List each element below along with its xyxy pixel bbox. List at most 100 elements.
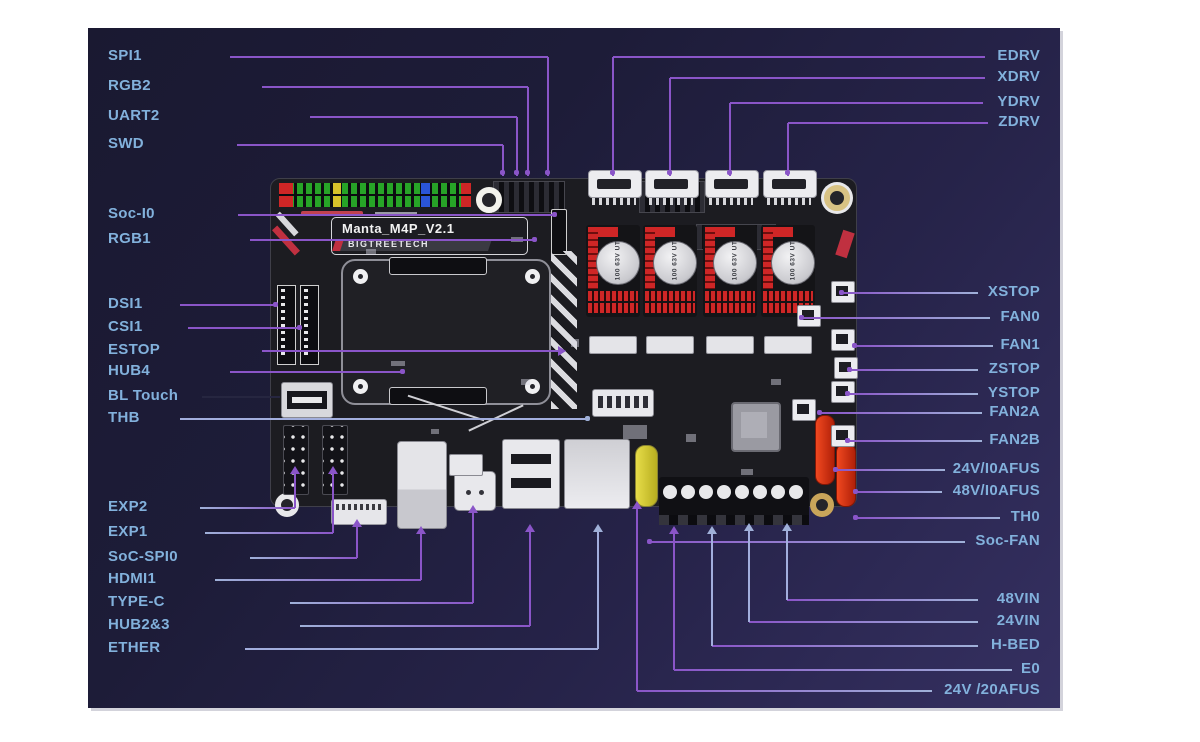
leader-hdmi1: [215, 579, 421, 581]
label-spi1: SPI1: [108, 47, 142, 64]
driver-socket-row: [645, 303, 695, 313]
leader-ether-rise: [597, 531, 599, 649]
small-connector: [449, 454, 483, 476]
mcu-chip: [731, 402, 781, 452]
connector-slot: [597, 179, 631, 189]
leader-exp1: [205, 532, 333, 534]
module-slot-top: [389, 257, 487, 275]
mount-hole-top: [476, 187, 502, 213]
leader-ydrv-arrow: [727, 170, 732, 175]
label-fan2b: FAN2B: [989, 431, 1040, 448]
module-hole: [525, 269, 540, 284]
leader-48vin: [787, 599, 978, 601]
exp1-header: [322, 425, 348, 495]
leader-fan2a: [820, 412, 982, 414]
leader-48vin-arrow: [782, 523, 792, 531]
label-exp1: EXP1: [108, 523, 148, 540]
connector-slot: [654, 179, 688, 189]
yellow-fuse-20a: [635, 445, 658, 507]
leader-type-c: [290, 602, 473, 604]
label-dsi1: DSI1: [108, 295, 143, 312]
leader-24v-20afus: [637, 690, 932, 692]
leader-hub2-3-rise: [529, 531, 531, 626]
pin-comb: [649, 198, 693, 205]
soc-spi0-connector: [331, 499, 387, 525]
label-xdrv: XDRV: [997, 68, 1040, 85]
mount-hole-bottom-right: [810, 493, 834, 517]
leader-ether-arrow: [593, 524, 603, 532]
driver-output-connector: [706, 336, 754, 354]
leader-zstop: [850, 369, 978, 371]
leader-soc-spi0: [250, 557, 357, 559]
leader-h-bed-rise: [711, 533, 713, 646]
red-fuse-24v: [815, 415, 835, 485]
leader-24vin-arrow: [744, 523, 754, 531]
label-estop: ESTOP: [108, 341, 161, 358]
label-fan0: FAN0: [1000, 308, 1040, 325]
motor-connector-ydrv: [705, 170, 759, 198]
leader-fan1-arrow: [852, 343, 857, 348]
leader-type-c-rise: [472, 512, 474, 603]
cm4-module-footprint: [341, 257, 551, 405]
label-fan1: FAN1: [1000, 336, 1040, 353]
fan1-connector: [831, 329, 855, 351]
zstop-connector: [834, 357, 858, 379]
leader-fan0: [802, 317, 990, 319]
leader-e0-rise: [673, 533, 675, 670]
red-fuse-48v: [836, 443, 856, 507]
leader-dsi1-arrow: [273, 302, 278, 307]
leader-hub2-3-arrow: [525, 524, 535, 532]
leader-ystop-arrow: [845, 391, 850, 396]
red-edge-stripe: [835, 229, 855, 259]
leader-ydrv-drop: [729, 103, 731, 176]
driver-socket-row: [763, 303, 813, 313]
leader-th0-arrow: [853, 515, 858, 520]
leader-soc-spi0-arrow: [352, 519, 362, 527]
leader-xdrv: [670, 77, 985, 79]
dual-usb-hub-connector: [502, 439, 560, 509]
label-hdmi1: HDMI1: [108, 570, 157, 587]
mount-hole-top-right: [824, 185, 850, 211]
label-zstop: ZSTOP: [988, 360, 1040, 377]
label-hub2-3: HUB2&3: [108, 616, 170, 633]
label-soc-fan: Soc-FAN: [975, 532, 1040, 549]
leader-soc-fan: [650, 541, 965, 543]
label-uart2: UART2: [108, 107, 160, 124]
leader-soc-i0-arrow: [552, 212, 557, 217]
leader-fan2b-arrow: [845, 438, 850, 443]
driver-output-connector: [764, 336, 812, 354]
pcb-board: Manta_M4P_V2.1 BIGTREETECH 100 63V UT: [270, 170, 858, 529]
brand-text: BIGTREETECH: [348, 239, 430, 249]
motor-connector-xdrv: [645, 170, 699, 198]
pin-header-divider: [279, 194, 471, 196]
label-24vin: 24VIN: [996, 612, 1040, 629]
ethernet-connector: [564, 439, 630, 509]
leader-hdmi1-rise: [420, 533, 422, 580]
module-hole: [353, 379, 368, 394]
label-exp2: EXP2: [108, 498, 148, 515]
leader-zdrv-drop: [787, 123, 789, 176]
leader-spi1: [230, 56, 548, 58]
leader-xstop-arrow: [839, 290, 844, 295]
driver-output-connector: [589, 336, 637, 354]
fan0-connector: [797, 305, 821, 327]
leader-exp2: [200, 507, 295, 509]
leader-uart2: [310, 116, 517, 118]
label-type-c: TYPE-C: [108, 593, 165, 610]
leader-fan2a-arrow: [817, 410, 822, 415]
label-hub4: HUB4: [108, 362, 151, 379]
leader-hub4: [230, 371, 403, 373]
leader-rgb1-arrow: [532, 237, 537, 242]
leader-24v-10afus-arrow: [833, 467, 838, 472]
driver-socket-row: [705, 303, 755, 313]
hdmi-connector: [397, 441, 447, 529]
label-ydrv: YDRV: [997, 93, 1040, 110]
label-24v-10afus: 24V/I0AFUS: [952, 460, 1040, 477]
label-h-bed: H-BED: [991, 636, 1040, 653]
leader-exp1-rise: [332, 473, 334, 533]
leader-xdrv-drop: [669, 78, 671, 176]
leader-h-bed: [712, 645, 978, 647]
label-fan2a: FAN2A: [989, 403, 1040, 420]
motor-connector-edrv: [588, 170, 642, 198]
